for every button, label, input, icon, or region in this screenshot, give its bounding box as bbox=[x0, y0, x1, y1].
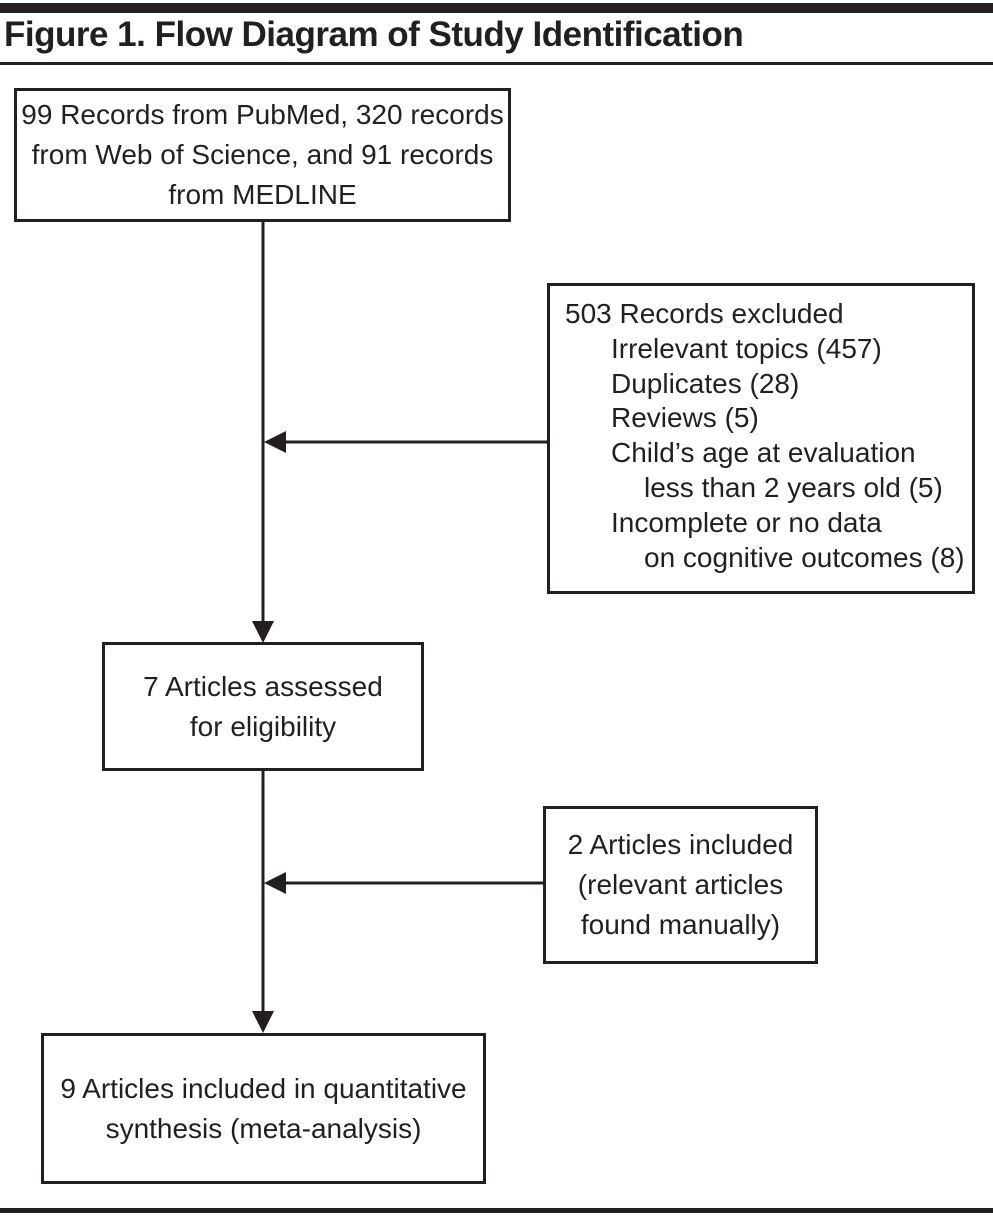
figure-title: Figure 1. Flow Diagram of Study Identifi… bbox=[4, 15, 744, 54]
box-text-line: 7 Articles assessed bbox=[143, 670, 383, 702]
box-records-identified: 99 Records from PubMed, 320 records from… bbox=[14, 88, 511, 222]
arrow-excluded-to-flow bbox=[264, 431, 547, 453]
box-text-line: Incomplete or no data bbox=[611, 506, 882, 538]
box-articles-assessed: 7 Articles assessed for eligibility bbox=[102, 642, 424, 771]
box-text-line: on cognitive outcomes (8) bbox=[644, 541, 965, 573]
box-articles-in-synthesis: 9 Articles included in quantitative synt… bbox=[41, 1033, 486, 1184]
box-text-line: 99 Records from PubMed, 320 records bbox=[21, 99, 504, 130]
box-text-line: 9 Articles included in quantitative bbox=[60, 1072, 467, 1104]
title-rule bbox=[0, 62, 993, 65]
arrow-records-to-assessed bbox=[252, 221, 274, 643]
box-text-line: for eligibility bbox=[189, 710, 337, 742]
box-text-line: Child’s age at evaluation bbox=[611, 437, 916, 469]
box-text-line: Irrelevant topics (457) bbox=[611, 332, 882, 364]
box-text-line: 503 Records excluded bbox=[565, 298, 844, 329]
arrow-assessed-to-synthesis bbox=[252, 770, 274, 1033]
top-rule-thick bbox=[0, 3, 993, 13]
box-text-line: Duplicates (28) bbox=[611, 367, 800, 399]
box-articles-included-manually: 2 Articles included (relevant articles f… bbox=[543, 806, 818, 964]
box-text-line: less than 2 years old (5) bbox=[644, 471, 943, 503]
box-text-line: 2 Articles included bbox=[567, 829, 794, 860]
box-text-line: from Web of Science, and 91 records bbox=[31, 139, 494, 170]
box-text-line: synthesis (meta-analysis) bbox=[105, 1112, 422, 1144]
bottom-rule bbox=[0, 1208, 993, 1213]
box-text-line: (relevant articles bbox=[577, 869, 784, 900]
arrow-manual-to-flow bbox=[264, 872, 543, 894]
box-records-excluded: 503 Records excluded Irrelevant topics (… bbox=[547, 283, 975, 594]
box-text-line: from MEDLINE bbox=[168, 179, 357, 210]
box-text-line: found manually) bbox=[580, 909, 781, 940]
box-text-line: Reviews (5) bbox=[611, 402, 759, 434]
